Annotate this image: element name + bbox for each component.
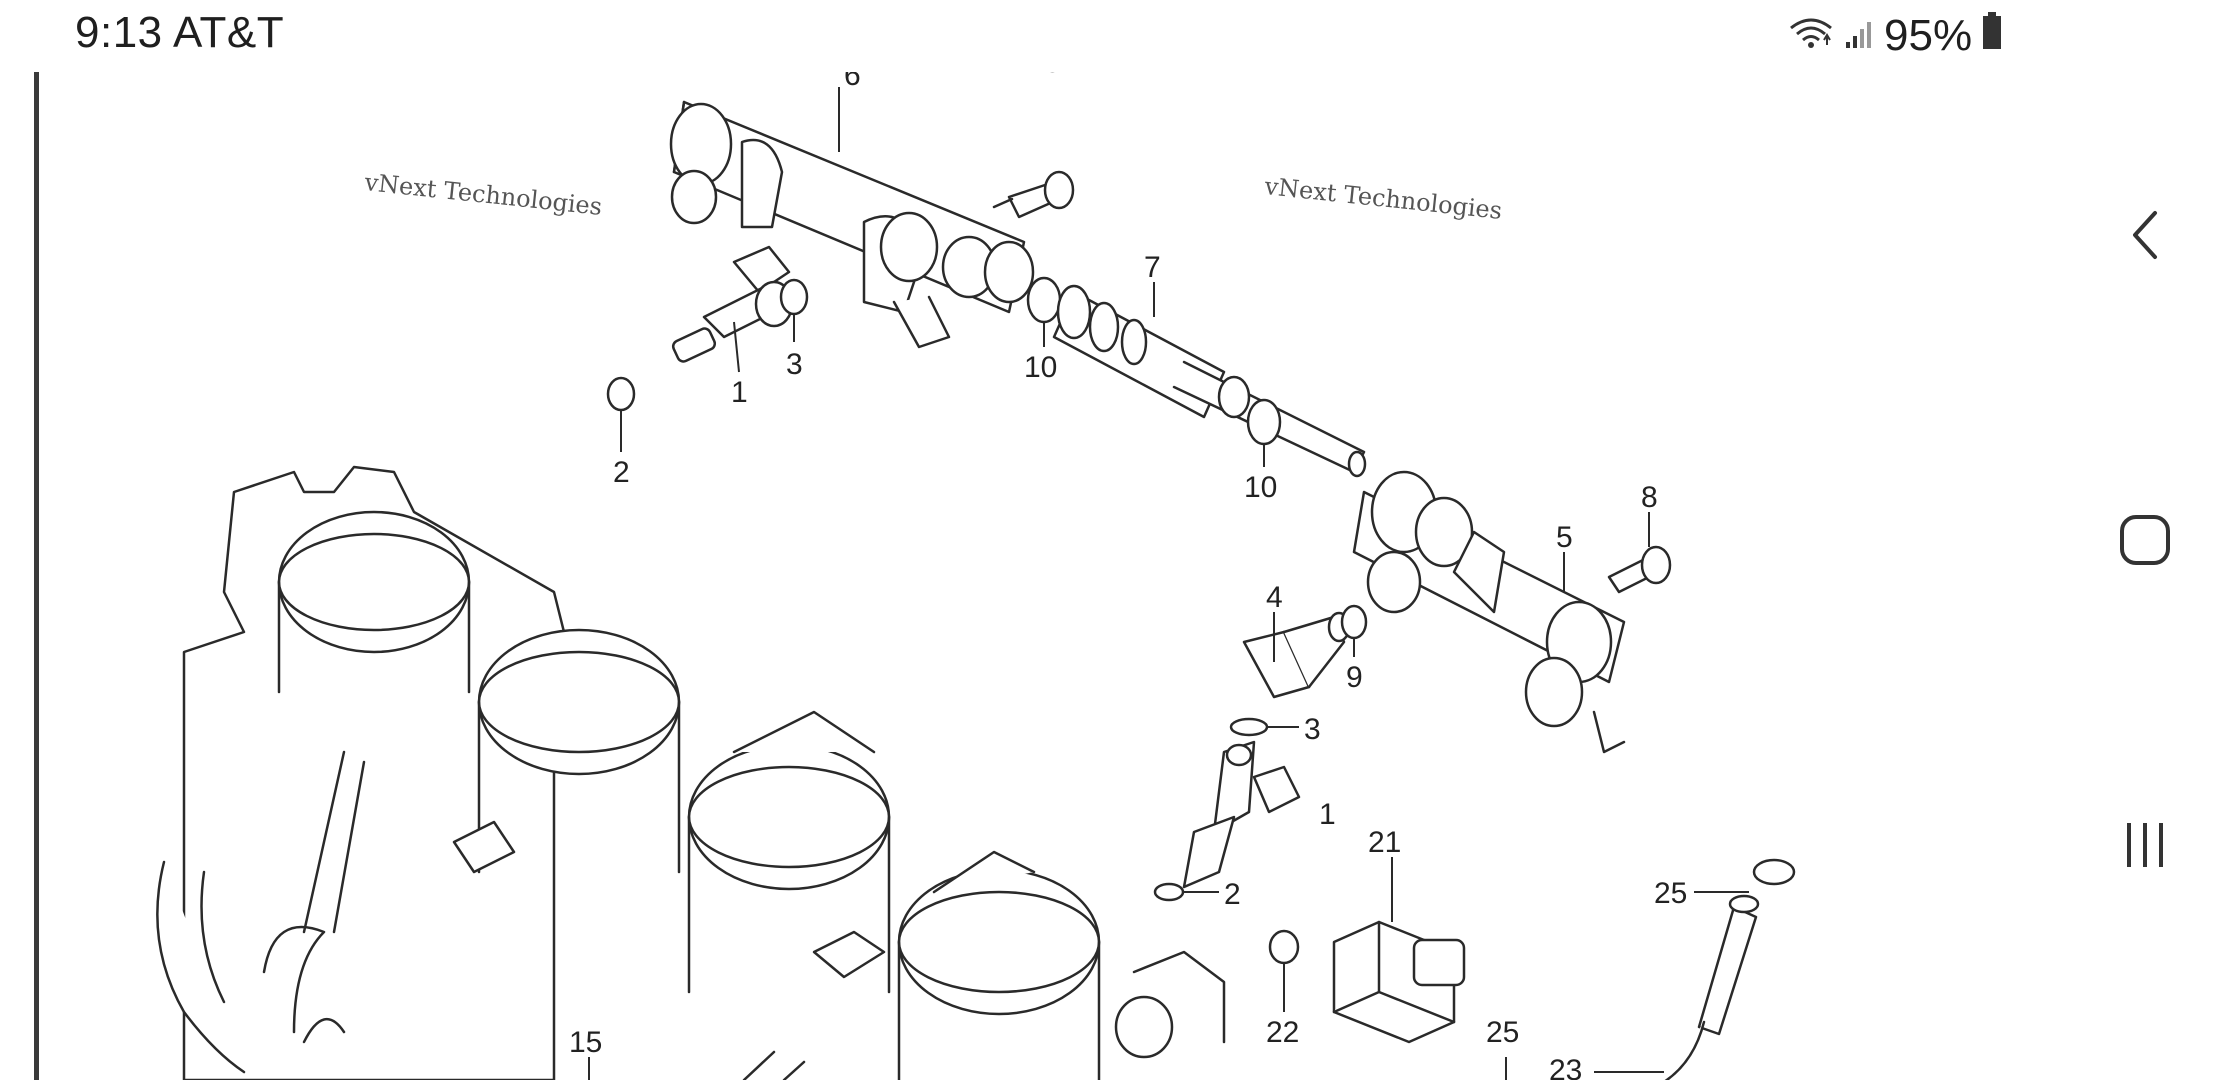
- callout-1-lower: 1: [1319, 798, 1336, 831]
- throttle-body-parts-diagram: vNext Technologies vNext Technologies 6 …: [156, 72, 1796, 1080]
- parts-diagram-viewer[interactable]: vNext Technologies vNext Technologies 6 …: [34, 72, 2070, 1080]
- home-button[interactable]: [2095, 490, 2195, 590]
- callout-4: 4: [1266, 581, 1283, 614]
- callout-23: 23: [1549, 1054, 1582, 1080]
- fuel-injector: [1182, 740, 1301, 889]
- throttle-body: [156, 465, 1226, 1080]
- signal-icon: [1844, 11, 1874, 61]
- o-ring-10-upper: [1026, 276, 1062, 324]
- callout-1-upper: 1: [731, 376, 748, 409]
- callout-2-lower: 2: [1224, 878, 1241, 911]
- navigation-bar: [2070, 0, 2220, 1080]
- home-icon: [2120, 515, 2170, 565]
- o-ring-2-upper: [606, 376, 636, 412]
- grommet-22: [1268, 929, 1300, 965]
- status-icons: 95%: [1788, 8, 2002, 64]
- callout-25-upper: 25: [1654, 877, 1687, 910]
- callout-7: 7: [1144, 251, 1161, 284]
- callout-10-upper: 10: [1024, 351, 1057, 384]
- o-ring-3-lower: [1229, 717, 1269, 737]
- watermark-right: vNext Technologies: [1262, 172, 1503, 225]
- callout-3-lower: 3: [1304, 713, 1321, 746]
- o-ring-10-lower: [1246, 398, 1282, 446]
- callout-3-upper: 3: [786, 348, 803, 381]
- wifi-icon: [1788, 11, 1834, 61]
- watermark-left: vNext Technologies: [362, 168, 603, 221]
- status-time: 9:13: [75, 8, 163, 57]
- callout-25-lower: 25: [1486, 1016, 1519, 1049]
- callout-8-lower: 8: [1641, 481, 1658, 514]
- callout-8-upper: 8: [1044, 72, 1061, 79]
- connector-pipe: [1052, 284, 1367, 478]
- o-ring-2-lower: [1153, 882, 1185, 902]
- content-left-border: [34, 72, 39, 1080]
- callout-9: 9: [1346, 661, 1363, 694]
- status-time-carrier: 9:13 AT&T: [75, 8, 284, 58]
- o-ring-3-upper: [779, 278, 809, 316]
- status-bar: 9:13 AT&T 95%: [0, 0, 2070, 72]
- callout-15: 15: [569, 1026, 602, 1059]
- battery-percent: 95%: [1884, 11, 1973, 60]
- callout-6: 6: [844, 72, 861, 92]
- pressure-sensor-upper: [671, 245, 794, 363]
- recents-icon: [2127, 823, 2163, 867]
- solenoid-valve: [1332, 920, 1466, 1044]
- o-ring-9: [1340, 604, 1368, 640]
- bolt-lower: [1607, 545, 1672, 594]
- callout-21: 21: [1368, 826, 1401, 859]
- back-button[interactable]: [2095, 185, 2195, 285]
- callout-labels: 6 8 3 1 2 10 7 10 8 5 4 9 3 1 21 2 22 25…: [569, 72, 1687, 1080]
- fuel-rail-upper: [669, 100, 1035, 349]
- elbow-fitting: [1242, 611, 1351, 699]
- bolt-upper: [992, 170, 1075, 219]
- back-icon: [2133, 211, 2157, 259]
- callout-5: 5: [1556, 521, 1573, 554]
- recents-button[interactable]: [2095, 795, 2195, 895]
- status-carrier: AT&T: [172, 8, 285, 57]
- callout-2-upper: 2: [613, 456, 630, 489]
- callout-22: 22: [1266, 1016, 1299, 1049]
- battery-icon: [1982, 11, 2002, 61]
- fuel-rail-lower: [1352, 470, 1626, 754]
- callout-10-lower: 10: [1244, 471, 1277, 504]
- vacuum-hose: [1664, 858, 1796, 1080]
